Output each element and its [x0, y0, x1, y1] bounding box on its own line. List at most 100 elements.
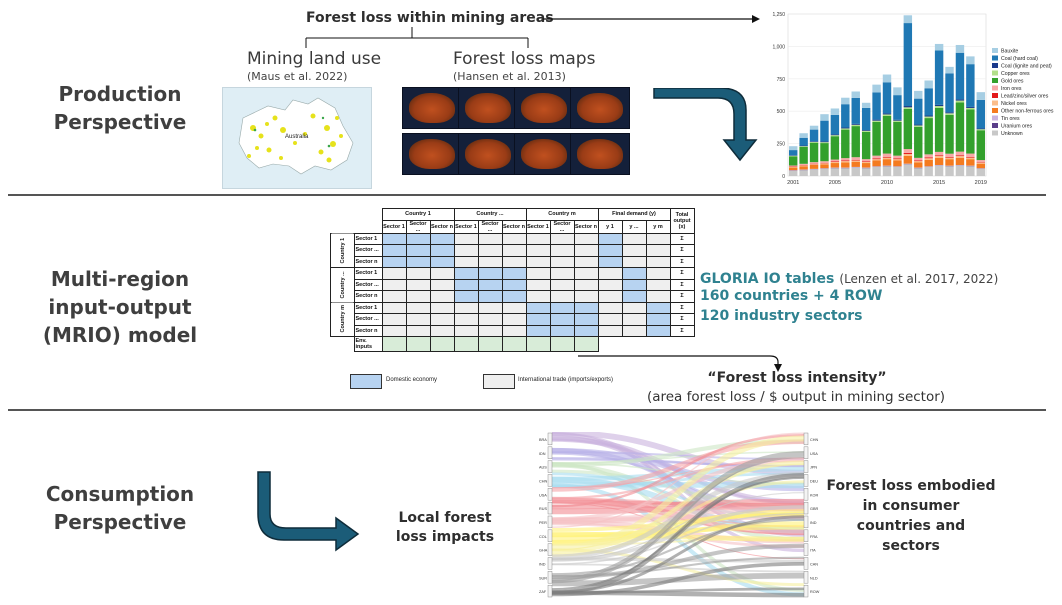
legend-swatch [992, 85, 998, 91]
col-group-header: Country 1 [381, 208, 455, 221]
sub-header: y m [645, 219, 671, 234]
sankey-label-left: RUS [539, 507, 547, 511]
bar-segment [903, 155, 913, 164]
row-label: Sector ... [353, 278, 383, 291]
sub-header: Sector ... [477, 219, 503, 234]
bar-segment [903, 149, 913, 153]
bar-segment [841, 161, 850, 163]
bar-segment [809, 162, 819, 164]
section-divider-2 [8, 409, 1046, 411]
bar-segment [893, 166, 902, 176]
bar-segment [799, 163, 808, 166]
bar-segment [955, 102, 965, 152]
bar-segment [809, 142, 819, 163]
x-tick-label: 2005 [829, 180, 841, 186]
bar-segment [851, 160, 860, 162]
legend-swatch-domestic [350, 374, 382, 389]
sankey-flow [551, 509, 805, 542]
bar-segment [820, 143, 829, 162]
bar-segment [830, 162, 840, 164]
sankey-node-left [547, 515, 553, 529]
sigma-cell: Σ [669, 301, 695, 314]
bar-segment [955, 52, 965, 100]
bar-segment [799, 137, 808, 146]
bar-segment [841, 129, 850, 159]
sankey-node-left [547, 571, 553, 584]
bar-segment [809, 125, 819, 130]
bar-segment [945, 66, 954, 74]
bar-segment [882, 115, 892, 154]
forest-loss-tile [570, 87, 630, 129]
bar-segment [882, 113, 892, 115]
bar-segment [841, 158, 850, 161]
bar-segment [851, 126, 860, 158]
forest-loss-tile [458, 133, 518, 175]
bar-segment [789, 146, 798, 151]
bar-segment [945, 159, 954, 166]
embodied-forest-loss-label: Forest loss embodied in consumer countri… [826, 478, 996, 554]
bar-segment [799, 133, 808, 138]
sankey-flow [551, 561, 805, 597]
sankey-label-right: JPN [810, 466, 817, 470]
forest-loss-tile [570, 133, 630, 175]
sankey-label-left: PER [539, 521, 547, 525]
bar-segment [976, 128, 985, 130]
legend-label: Nickel ores [1001, 101, 1027, 107]
sankey-label-right: ROW [810, 590, 820, 594]
sankey-label-right: DEU [810, 479, 818, 483]
bar-segment [966, 157, 975, 160]
sankey-node-right [803, 571, 809, 584]
bar-segment [882, 156, 892, 158]
bar-segment [914, 162, 923, 168]
legend-label: Iron ores [1001, 86, 1022, 92]
bar-segment [955, 151, 965, 156]
bar-segment [830, 108, 840, 115]
bar-segment [820, 162, 829, 164]
bar-segment [945, 114, 954, 154]
legend-domestic-label: Domestic economy [386, 377, 438, 383]
sankey-label-left: ZAF [539, 590, 547, 594]
sigma-cell: Σ [669, 324, 695, 337]
legend-label: Bauxite [1001, 49, 1018, 55]
sankey-node-left [547, 543, 553, 556]
bar-segment [861, 102, 871, 108]
forest-loss-title: Forest loss within mining areas [306, 10, 554, 26]
bar-segment [882, 114, 892, 116]
sankey-node-right [803, 501, 809, 515]
sankey-flow [551, 515, 805, 594]
bar-segment [903, 106, 913, 108]
sankey-label-right: IND [810, 521, 817, 525]
bar-segment [966, 166, 975, 176]
sankey-node-left [547, 446, 553, 459]
bar-segment [945, 73, 954, 113]
sigma-cell: Σ [669, 255, 695, 268]
sankey-label-left: AUS [539, 466, 547, 470]
bar-segment [934, 157, 944, 165]
bar-segment [945, 157, 954, 160]
bar-segment [945, 153, 954, 157]
legend-swatch [992, 123, 998, 128]
bar-segment [809, 129, 819, 142]
bar-segment [966, 109, 975, 154]
bar-segment [955, 100, 965, 103]
sankey-flow [551, 451, 805, 584]
bar-segment [799, 145, 808, 147]
col-group-header: Country m [525, 208, 599, 221]
sankey-node-right [803, 460, 809, 473]
sankey-node-right [803, 515, 809, 529]
bar-segment [914, 157, 923, 161]
bar-segment [789, 155, 798, 156]
sigma-cell: Σ [669, 313, 695, 326]
forest-loss-tile [514, 87, 574, 129]
sankey-node-left [547, 474, 553, 487]
bar-segment [851, 159, 860, 161]
mrio-perspective-label: Multi-region input-output (MRIO) model [42, 267, 198, 347]
col-group-header: Country ... [453, 208, 527, 221]
bar-segment [789, 166, 798, 168]
sankey-node-right [803, 557, 809, 570]
bar-segment [861, 159, 871, 162]
legend-label: Coal (hard coal) [1001, 56, 1038, 62]
row-group-label: Country ... [330, 267, 354, 302]
bar-segment [872, 158, 881, 160]
countries-count: 160 countries + 4 ROW [700, 288, 883, 304]
